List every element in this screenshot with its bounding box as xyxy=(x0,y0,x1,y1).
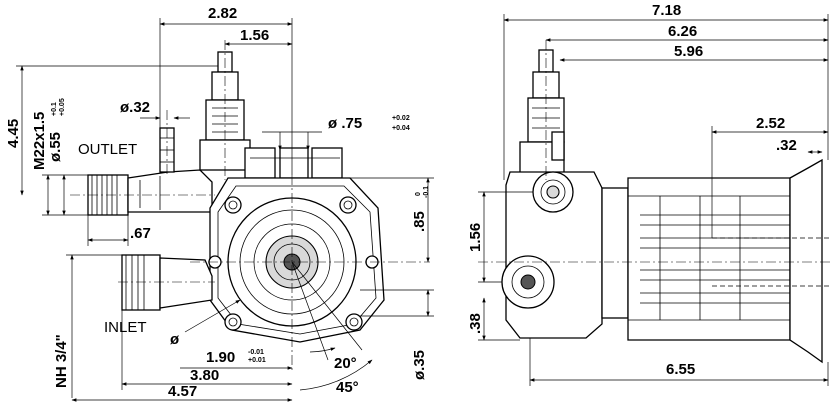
dim-4-45: 4.45 xyxy=(5,119,22,148)
left-view-dimension-lines xyxy=(16,18,434,402)
dim-1-56-top: 1.56 xyxy=(240,27,269,44)
dim-156-right: 1.56 xyxy=(467,223,484,252)
right-view-pump-body xyxy=(501,49,830,364)
dim-190: 1.90 xyxy=(206,349,235,366)
dim-2-82: 2.82 xyxy=(208,5,237,22)
dim-032-left: ø.32 xyxy=(120,99,150,116)
inlet-label: INLET xyxy=(104,319,147,336)
right-view-text: 7.18 6.26 5.96 2.52 .32 1.56 .38 6.55 xyxy=(467,2,797,378)
dim-190-tol-plus: -0.01 xyxy=(248,349,264,356)
dim-085-tol-minus: -0.1 xyxy=(423,186,430,198)
outlet-label: OUTLET xyxy=(78,141,137,158)
dim-596: 5.96 xyxy=(674,43,703,60)
right-view-centerlines xyxy=(478,40,830,263)
dim-m22: M22x1.5 xyxy=(31,112,48,170)
left-view-text: 2.82 1.56 4.45 M22x1.5 ø.55 +0.1 +0.05 ø… xyxy=(5,5,430,400)
dim-055-tol-minus: +0.05 xyxy=(59,98,66,116)
dim-032-right: .32 xyxy=(776,137,797,154)
dim-075: ø .75 xyxy=(328,115,362,132)
dim-038: .38 xyxy=(467,313,484,334)
dim-phi: ø xyxy=(170,331,180,348)
left-view-centerlines xyxy=(70,40,430,372)
dim-655: 6.55 xyxy=(666,361,695,378)
dim-252: 2.52 xyxy=(756,115,785,132)
dim-718: 7.18 xyxy=(652,2,681,19)
dim-075-tol-plus: +0.02 xyxy=(392,115,410,122)
dim-457: 4.57 xyxy=(168,383,197,400)
angle-45: 45° xyxy=(336,379,359,396)
dim-190-tol-minus: +0.01 xyxy=(248,357,266,364)
left-view-pump-body xyxy=(87,51,385,343)
dim-075-tol-minus: +0.04 xyxy=(392,125,410,132)
dim-085-tol-plus: 0 xyxy=(415,192,422,196)
dim-067: .67 xyxy=(130,225,151,242)
dim-055: ø.55 xyxy=(47,132,64,162)
right-view-dimension-lines xyxy=(478,14,829,386)
angle-20: 20° xyxy=(334,355,357,372)
dim-380: 3.80 xyxy=(190,367,219,384)
dim-035: ø.35 xyxy=(411,350,428,380)
dim-055-tol-plus: +0.1 xyxy=(51,102,58,116)
dim-nh: NH 3/4" xyxy=(53,334,70,388)
dim-085: .85 xyxy=(411,211,428,232)
dim-626: 6.26 xyxy=(668,23,697,40)
